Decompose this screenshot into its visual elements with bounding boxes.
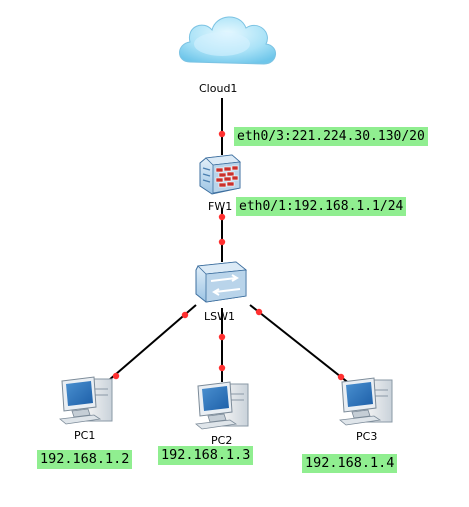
fw-lan-interface-label: eth0/1:192.168.1.1/24 bbox=[236, 197, 407, 216]
link-switch-pc1[interactable] bbox=[93, 304, 197, 394]
firewall-label: FW1 bbox=[208, 200, 233, 213]
switch-icon[interactable] bbox=[195, 261, 248, 303]
pc2-ip-label: 192.168.1.3 bbox=[158, 446, 254, 465]
port-dot bbox=[255, 308, 263, 316]
pc3-ip-label: 192.168.1.4 bbox=[302, 454, 398, 473]
port-dot bbox=[218, 238, 226, 246]
pc1-label: PC1 bbox=[74, 429, 96, 442]
port-dot bbox=[112, 372, 120, 380]
port-dot bbox=[218, 333, 226, 341]
cloud-icon[interactable] bbox=[179, 16, 276, 65]
cloud-label: Cloud1 bbox=[199, 82, 238, 95]
pc1-ip-label: 192.168.1.2 bbox=[37, 450, 133, 469]
pc2-icon[interactable] bbox=[195, 381, 249, 430]
firewall-icon[interactable] bbox=[199, 154, 241, 195]
pc3-icon[interactable] bbox=[339, 377, 393, 426]
port-dot bbox=[218, 364, 226, 372]
port-dot bbox=[181, 311, 189, 319]
pc1-icon[interactable] bbox=[59, 376, 113, 425]
fw-wan-interface-label: eth0/3:221.224.30.130/20 bbox=[234, 127, 428, 146]
pc3-label: PC3 bbox=[356, 430, 378, 443]
port-dot bbox=[218, 213, 226, 221]
port-dot bbox=[218, 130, 226, 138]
port-dot bbox=[337, 373, 345, 381]
port-dots bbox=[112, 130, 345, 381]
switch-label: LSW1 bbox=[204, 310, 235, 323]
link-switch-pc3[interactable] bbox=[249, 304, 356, 389]
pc2-label: PC2 bbox=[211, 434, 233, 447]
